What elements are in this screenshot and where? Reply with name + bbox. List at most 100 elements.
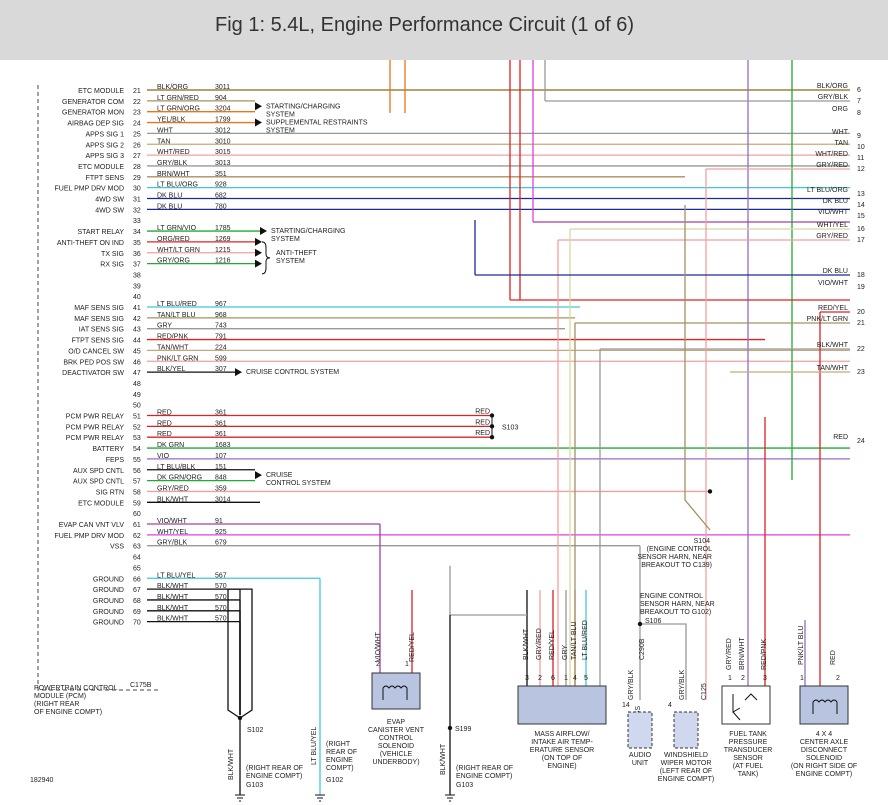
pcm-pin-name: BRK PED POS SW bbox=[63, 359, 124, 366]
right-wire-color: ORG bbox=[832, 106, 848, 113]
s103-dot bbox=[489, 424, 495, 429]
pcm-wire-color: ORG/RED bbox=[157, 236, 190, 243]
pcm-wire-color: LT GRN/RED bbox=[157, 95, 199, 102]
pcm-outline bbox=[37, 85, 160, 691]
pcm-pin-name: 4WD SW bbox=[95, 207, 124, 214]
pcm-wire-color: DK BLU bbox=[157, 203, 182, 210]
pcm-circuit-number: 968 bbox=[215, 312, 227, 319]
pcm-pin-number: 23 bbox=[133, 110, 141, 117]
pcm-circuit-number: 570 bbox=[215, 616, 227, 623]
fuel-tank-sensor-box bbox=[721, 685, 771, 725]
wiper-connector: C125 bbox=[701, 683, 708, 700]
right-ref-number: 9 bbox=[857, 133, 861, 140]
pcm-pin-name: FTPT SENS SIG bbox=[72, 338, 124, 345]
pcm-pin-name: GROUND bbox=[93, 576, 124, 583]
pcm-pin-name: GROUND bbox=[93, 587, 124, 594]
s102-label: S102 bbox=[247, 727, 263, 734]
g102-wire-label: LT BLU/YEL bbox=[311, 727, 318, 765]
pcm-wire-color: RED bbox=[157, 410, 172, 417]
pcm-pin-number: 31 bbox=[133, 197, 141, 204]
side-note-text: CRUISE CONTROL SYSTEM bbox=[246, 369, 339, 376]
figure-header: Fig 1: 5.4L, Engine Performance Circuit … bbox=[0, 0, 888, 60]
pcm-pin-number: 24 bbox=[133, 121, 141, 128]
right-ref-number: 12 bbox=[857, 166, 865, 173]
maf-wire-label: TAN/LT BLU bbox=[571, 621, 578, 660]
pcm-pin-name: PCM PWR RELAY bbox=[66, 435, 125, 442]
right-wire-color: TAN bbox=[835, 140, 848, 147]
pcm-wire-color: WHT/LT GRN bbox=[157, 247, 200, 254]
pcm-pin-number: 27 bbox=[133, 153, 141, 160]
g103-desc: (RIGHT REAR OF bbox=[246, 765, 303, 772]
wiper-pin: 4 bbox=[668, 702, 672, 709]
pcm-pin-number: 62 bbox=[133, 533, 141, 540]
pcm-pin-number: 60 bbox=[133, 511, 141, 518]
axle-wire-label: PNK/LT BLU bbox=[798, 626, 805, 665]
pcm-wire-color: BLK/WHT bbox=[157, 616, 189, 623]
evap-label: (VEHICLE bbox=[380, 751, 413, 758]
pcm-label: (RIGHT REAR bbox=[34, 701, 79, 708]
pcm-pin-name: RX SIG bbox=[100, 262, 124, 269]
pcm-pin-number: 70 bbox=[133, 620, 141, 627]
right-ref-number: 10 bbox=[857, 144, 865, 151]
s103-red-label: RED bbox=[475, 409, 490, 416]
pcm-circuit-number: 599 bbox=[215, 355, 227, 362]
right-wire-color: GRY/RED bbox=[816, 162, 848, 169]
pcm-wire-color: DK GRN bbox=[157, 442, 184, 449]
pcm-wire-color: VIO/WHT bbox=[157, 518, 188, 525]
s103-label: S103 bbox=[502, 424, 518, 431]
pcm-pin-number: 33 bbox=[133, 218, 141, 225]
pcm-pin-number: 55 bbox=[133, 457, 141, 464]
fuel-label: TANK) bbox=[738, 771, 758, 778]
s104-desc: (ENGINE CONTROL bbox=[647, 546, 712, 553]
g103-desc: ENGINE COMPT) bbox=[246, 773, 302, 780]
fuel-wire-label: BRN/WHT bbox=[739, 637, 746, 670]
g103r-desc: ENGINE COMPT) bbox=[456, 773, 512, 780]
pcm-pin-number: 46 bbox=[133, 359, 141, 366]
s106-label: S106 bbox=[645, 618, 661, 625]
pcm-pin-number: 35 bbox=[133, 240, 141, 247]
pcm-pin-number: 34 bbox=[133, 229, 141, 236]
axle-wire-label: RED bbox=[830, 650, 837, 665]
pcm-pin-name: ETC MODULE bbox=[78, 164, 124, 171]
pcm-wire-color: BLK/WHT bbox=[157, 583, 189, 590]
pcm-pin-name: BATTERY bbox=[92, 446, 124, 453]
fuel-label: SENSOR bbox=[733, 755, 763, 762]
pcm-circuit-number: 1269 bbox=[215, 236, 231, 243]
right-ref-number: 20 bbox=[857, 309, 865, 316]
maf-pin: 6 bbox=[551, 675, 555, 682]
maf-label: ERATURE SENSOR bbox=[530, 747, 594, 754]
maf-sensor-box bbox=[517, 685, 607, 725]
wiper-label: WIPER MOTOR bbox=[661, 760, 712, 767]
note-arrow bbox=[255, 471, 262, 480]
pcm-pin-number: 48 bbox=[133, 381, 141, 388]
pcm-pin-name: GROUND bbox=[93, 620, 124, 627]
right-wire-color: PNK/LT GRN bbox=[807, 316, 848, 323]
pcm-pin-name: FUEL PMP DRV MOD bbox=[55, 533, 125, 540]
pcm-circuit-number: 361 bbox=[215, 431, 227, 438]
axle-label: ENGINE COMPT) bbox=[796, 771, 852, 778]
right-ref-number: 13 bbox=[857, 191, 865, 198]
pcm-label: POWERTRAIN CONTROL bbox=[34, 685, 118, 692]
pcm-pin-number: 49 bbox=[133, 392, 141, 399]
pcm-pin-name: ETC MODULE bbox=[78, 88, 124, 95]
pcm-pin-name: ANTI-THEFT ON IND bbox=[57, 240, 124, 247]
vss-branch bbox=[640, 623, 687, 700]
pcm-pin-name: AUX SPD CNTL bbox=[73, 468, 124, 475]
fuel-label: PRESSURE bbox=[729, 739, 768, 746]
audio-wire-label: GRY/BLK bbox=[628, 669, 635, 700]
pcm-circuit-number: 967 bbox=[215, 301, 227, 308]
pcm-wire-color: BRN/WHT bbox=[157, 171, 190, 178]
pcm-wire-color: RED/PNK bbox=[157, 334, 188, 341]
wiper-label: ENGINE COMPT) bbox=[658, 776, 714, 783]
right-wire-color: BLK/WHT bbox=[817, 342, 849, 349]
pcm-circuit-number: 224 bbox=[215, 344, 227, 351]
pcm-circuit-number: 679 bbox=[215, 540, 227, 547]
pcm-pin-number: 37 bbox=[133, 262, 141, 269]
evap-pin: 2 bbox=[376, 661, 380, 668]
pcm-circuit-number: 570 bbox=[215, 594, 227, 601]
maf-wire-label: GRY/RED bbox=[536, 628, 543, 660]
evap-wire-label: VIO/WHT bbox=[375, 631, 382, 662]
s103-dot bbox=[489, 413, 495, 418]
side-note-text: SYSTEM bbox=[271, 236, 300, 243]
pcm-pin-number: 51 bbox=[133, 414, 141, 421]
